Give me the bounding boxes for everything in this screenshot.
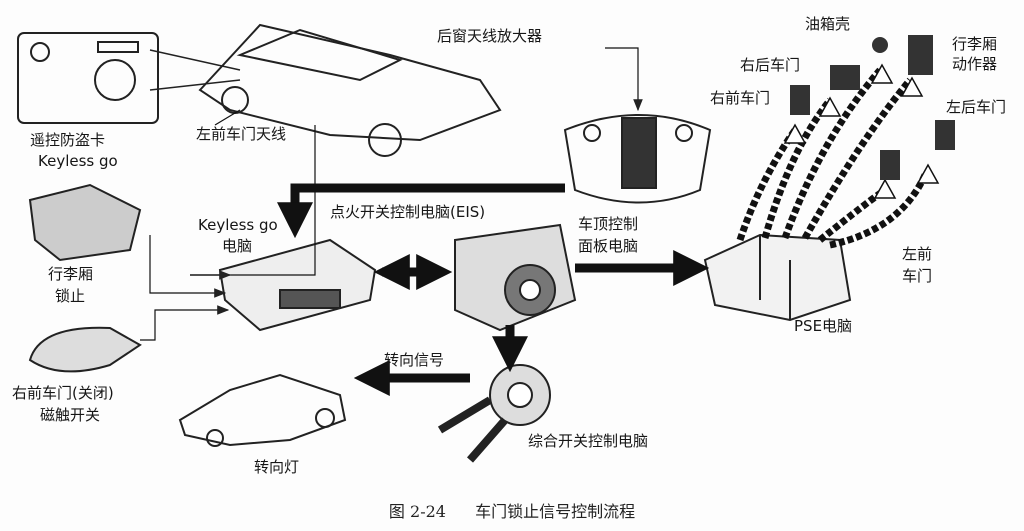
label-right-rear-door: 右后车门 xyxy=(740,56,801,74)
label-trunk-actuator-1: 行李厢 xyxy=(952,35,998,53)
label-keyless-ecu-1: Keyless go xyxy=(198,216,278,234)
label-turn-lamp: 转向灯 xyxy=(254,458,300,476)
label-left-front-door-antenna: 左前车门天线 xyxy=(196,125,287,143)
label-remote-card-sub: Keyless go xyxy=(38,152,118,170)
pse-image xyxy=(703,233,852,322)
flow-arrows xyxy=(277,183,710,396)
figure-number: 图 2-24 xyxy=(388,502,446,521)
label-remote-card: 遥控防盗卡 xyxy=(30,131,106,149)
component-arrows xyxy=(783,63,940,199)
label-trunk-lock-1: 行李厢 xyxy=(48,265,94,283)
roof-panel-image xyxy=(563,114,712,204)
car-bottom-image xyxy=(178,373,347,447)
combo-switch-image xyxy=(437,364,551,463)
label-fuel-tank: 油箱壳 xyxy=(805,15,851,33)
trunk-lock-image xyxy=(28,183,142,262)
label-roof-panel-1: 车顶控制 xyxy=(578,215,639,233)
figure-caption: 图 2-24 车门锁止信号控制流程 xyxy=(0,498,1024,522)
label-trunk-actuator-2: 动作器 xyxy=(952,55,998,73)
label-left-front-door-1: 左前 xyxy=(902,245,933,263)
door-handle-image xyxy=(28,326,142,373)
label-right-front-door: 右前车门 xyxy=(710,89,771,107)
label-left-rear-door: 左后车门 xyxy=(946,98,1007,116)
wire-harness xyxy=(736,67,929,249)
label-door-switch-2: 磁触开关 xyxy=(40,406,101,424)
label-trunk-lock-2: 锁止 xyxy=(55,287,86,305)
figure-title: 车门锁止信号控制流程 xyxy=(475,502,636,521)
label-rear-window-antenna-amp: 后窗天线放大器 xyxy=(437,27,543,45)
label-roof-panel-2: 面板电脑 xyxy=(578,237,639,255)
component-icons xyxy=(790,35,955,180)
label-combo-switch: 综合开关控制电脑 xyxy=(528,432,649,450)
label-pse: PSE电脑 xyxy=(794,317,853,335)
label-left-front-door-2: 车门 xyxy=(902,267,933,285)
eis-image xyxy=(454,223,577,332)
remote-card-image xyxy=(17,32,159,124)
label-keyless-ecu-2: 电脑 xyxy=(222,237,253,255)
signal-lines xyxy=(140,47,643,341)
keyless-ecu-image xyxy=(218,238,377,332)
label-turn-signal: 转向信号 xyxy=(384,351,445,369)
label-eis: 点火开关控制电脑(EIS) xyxy=(330,203,486,221)
label-door-switch-1: 右前车门(关闭) xyxy=(12,384,114,402)
